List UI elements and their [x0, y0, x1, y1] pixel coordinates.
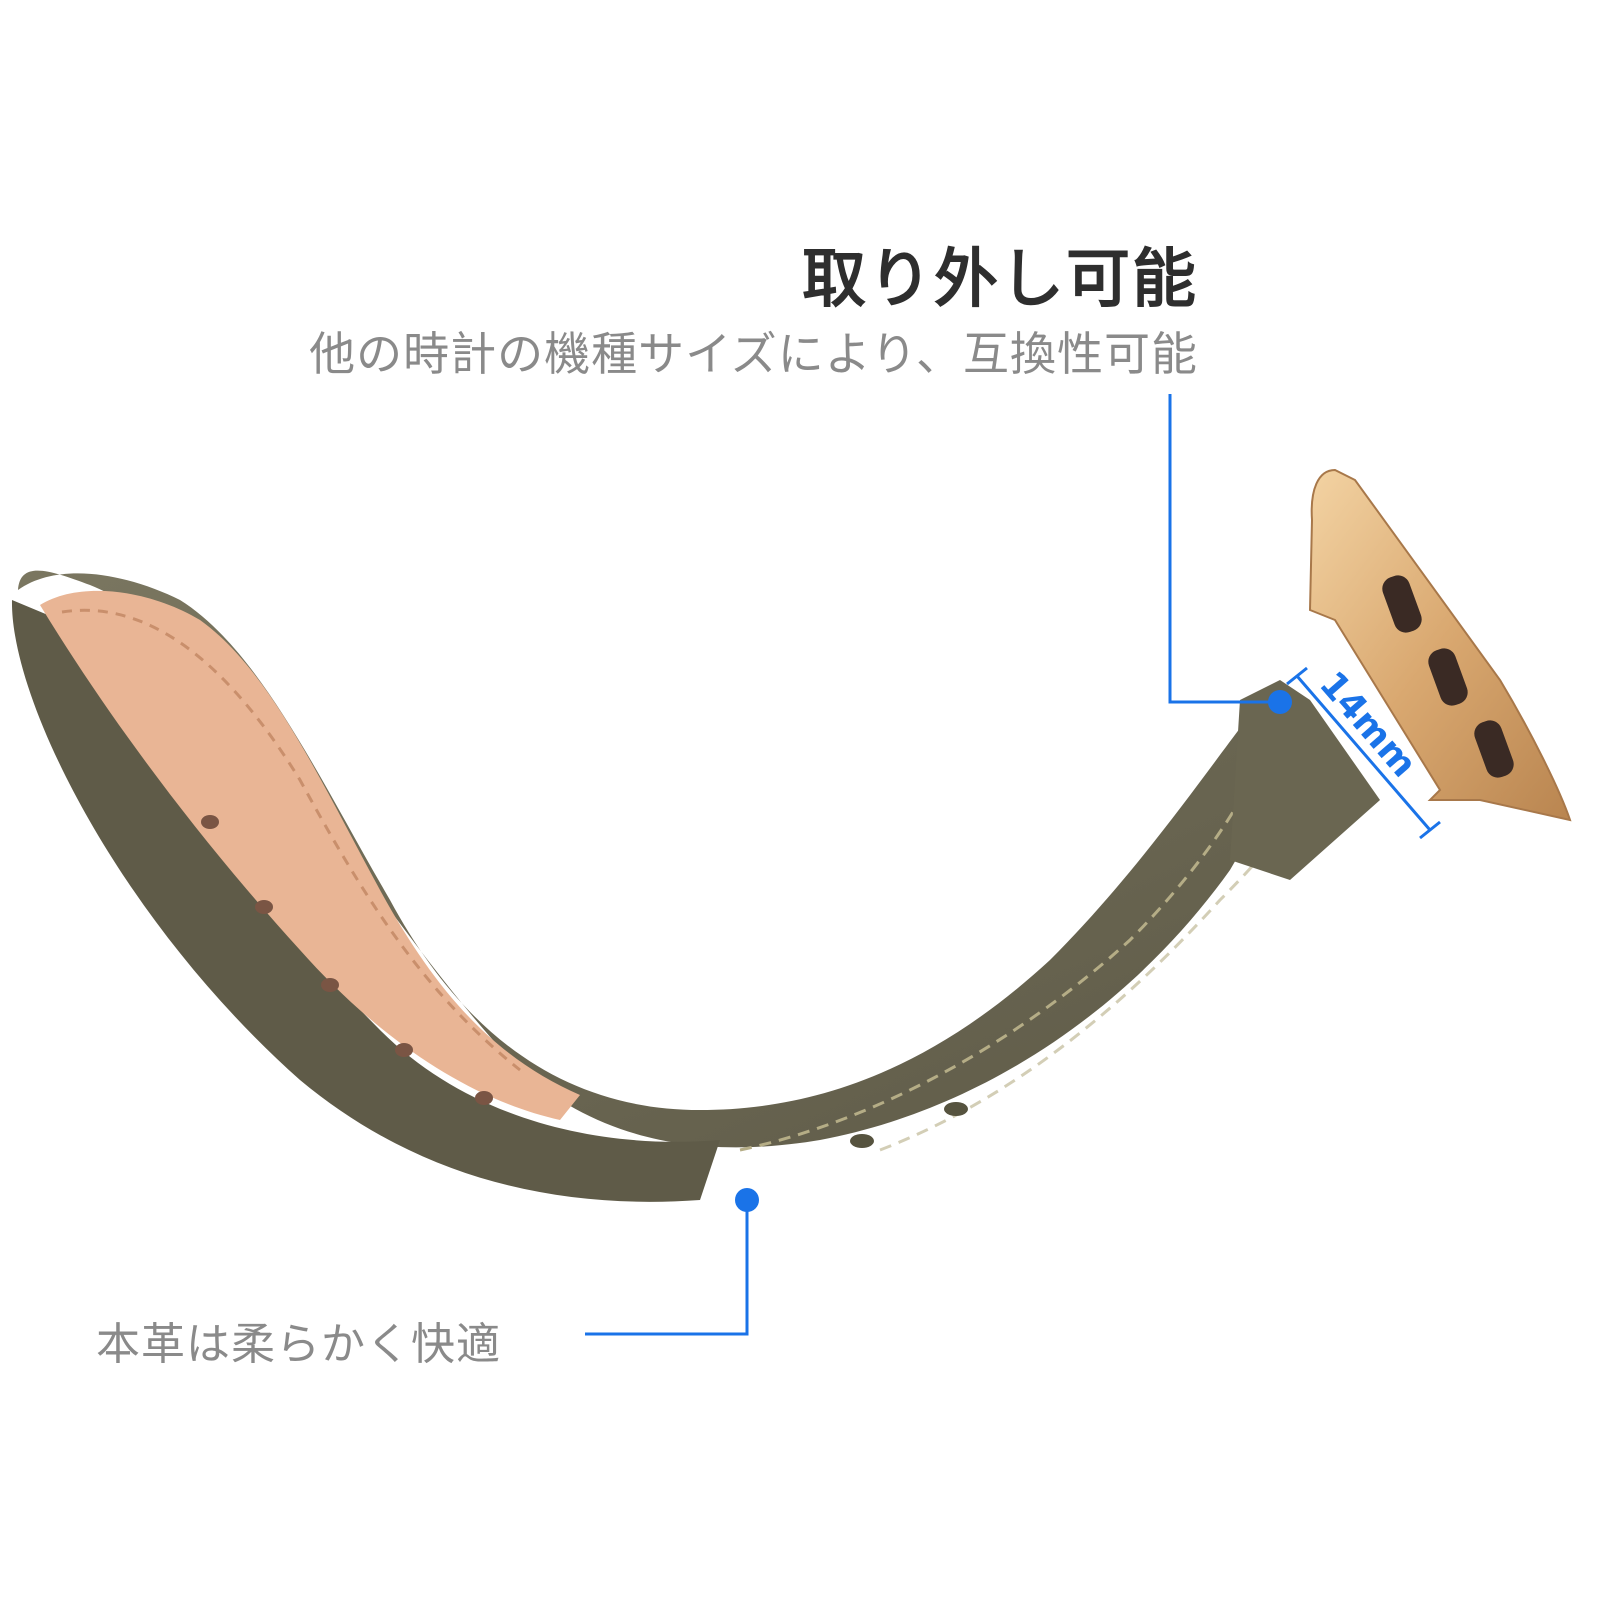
leather-feature-label: 本革は柔らかく快適 [96, 1319, 501, 1370]
connector-slot [1474, 720, 1514, 778]
strap-hole [255, 900, 273, 914]
strap-hole [475, 1091, 493, 1105]
strap-end [1230, 680, 1380, 880]
strap-hole [321, 978, 339, 992]
connector-slot [1382, 575, 1422, 633]
strap-hole [201, 815, 219, 829]
feature-subtitle: 他の時計の機種サイズにより、互換性可能 [309, 327, 1198, 381]
outer-hole [944, 1102, 968, 1116]
strap-hole [395, 1043, 413, 1057]
width-bracket [1286, 666, 1441, 840]
outer-hole [850, 1134, 874, 1148]
watch-connector [1308, 468, 1572, 822]
callout-dot-connector [1268, 690, 1292, 714]
feature-title: 取り外し可能 [802, 243, 1198, 317]
callout-dot-leather [735, 1188, 759, 1212]
callout-line-leather [585, 1200, 749, 1336]
callout-line-connector [1168, 394, 1278, 704]
connector-slot [1428, 648, 1468, 706]
inner-stitch [61, 608, 521, 1072]
strap-inner-leather [40, 590, 580, 1120]
